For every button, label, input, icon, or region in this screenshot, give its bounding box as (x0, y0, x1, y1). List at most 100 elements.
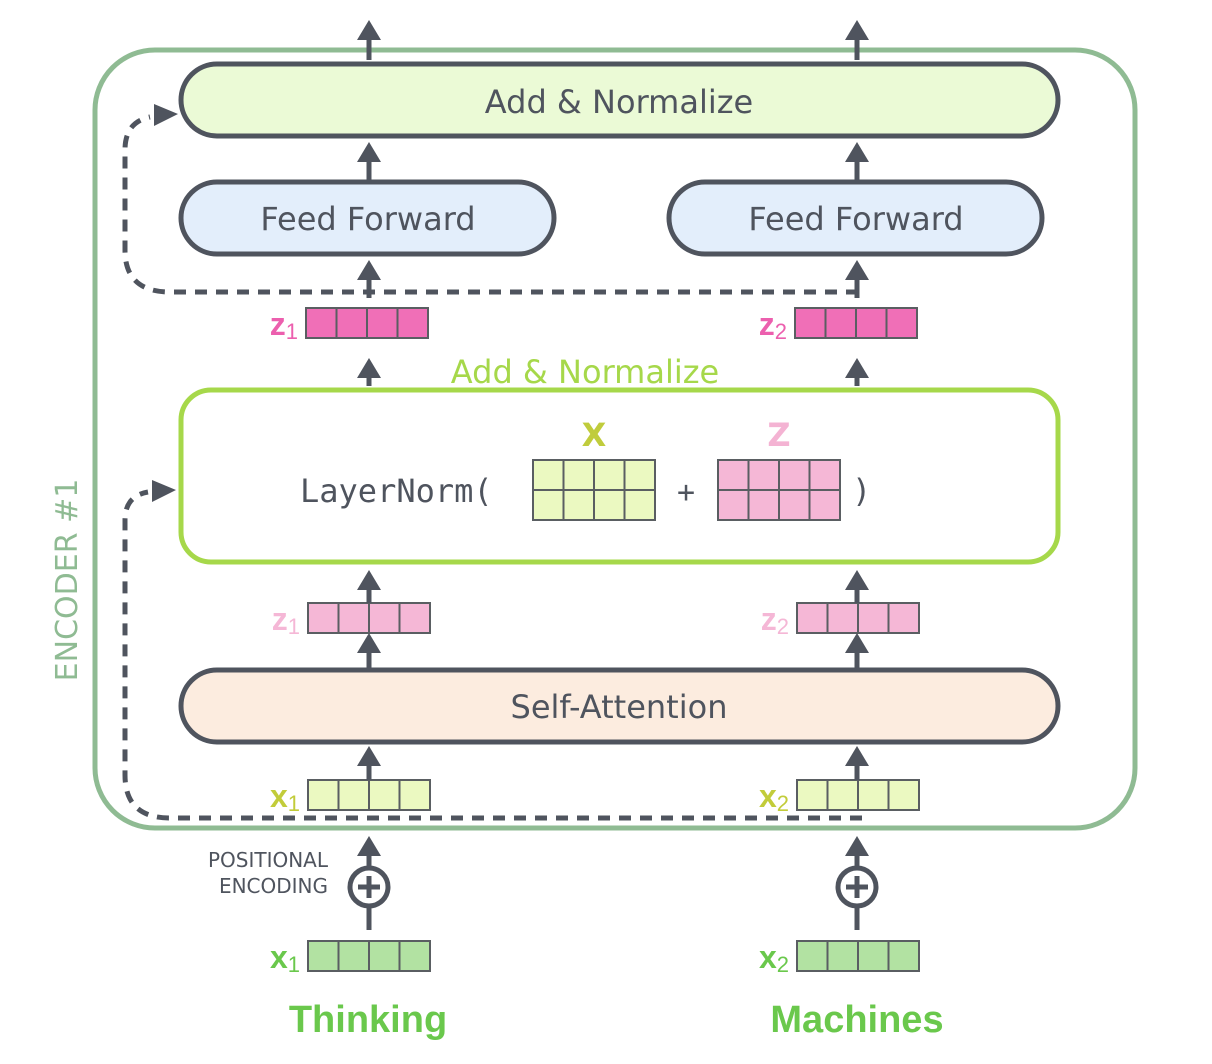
feed-forward-label-1: Feed Forward (260, 200, 475, 238)
cell (826, 602, 859, 634)
cell (307, 940, 340, 972)
cell (824, 307, 857, 339)
cell (368, 602, 401, 634)
cell (398, 602, 431, 634)
matrix-z-label: Z (767, 416, 790, 454)
cell (593, 489, 626, 521)
plus-circles-layer (347, 865, 879, 909)
word-thinking: Thinking (289, 999, 447, 1041)
cell (778, 489, 811, 521)
x-encoded-vector-1 (307, 779, 431, 811)
add-normalize-mid-title: Add & Normalize (451, 353, 719, 391)
feed-forward-block-2: Feed Forward (666, 179, 1045, 257)
arrow-output-2 (845, 20, 869, 60)
matrix-x (532, 459, 656, 521)
label-base: z (761, 601, 777, 637)
cell (398, 940, 431, 972)
x-encoded-vector-label-1: x1 (270, 778, 300, 816)
z-output-vector-label-2: z2 (759, 306, 787, 344)
arrow-output-1 (357, 20, 381, 60)
cell (855, 307, 888, 339)
cell (747, 459, 780, 491)
cell (337, 602, 370, 634)
feed-forward-label-2: Feed Forward (748, 200, 963, 238)
cell (796, 602, 829, 634)
x-embedding-vector-1 (307, 940, 431, 972)
positional-encoding-line2: ENCODING (219, 874, 328, 898)
layernorm-plus: + (677, 475, 695, 510)
label-subscript: 2 (777, 791, 789, 816)
cell (368, 940, 401, 972)
word-machines: Machines (770, 999, 943, 1041)
cell (623, 489, 656, 521)
cell (796, 779, 829, 811)
label-base: z (759, 306, 775, 342)
cell (887, 602, 920, 634)
cell (623, 459, 656, 491)
cell (532, 489, 565, 521)
positional-encoding-line1: POSITIONAL (208, 848, 329, 872)
cell (808, 459, 841, 491)
residual-arrowhead-top (154, 104, 178, 126)
arrow-x-to-attn-2 (845, 746, 869, 780)
cell (887, 779, 920, 811)
z-output-vector-2 (794, 307, 918, 339)
label-base: x (270, 778, 288, 814)
cell (794, 307, 827, 339)
cell (826, 779, 859, 811)
z-attention-vector-label-1: z1 (272, 601, 300, 639)
cell (335, 307, 368, 339)
cell (337, 940, 370, 972)
label-base: z (270, 306, 286, 342)
layernorm-function: LayerNorm( (300, 472, 493, 510)
x-encoded-vector-2 (796, 779, 920, 811)
cell (885, 307, 918, 339)
matrix-x-grid (532, 459, 656, 521)
z-attention-vector-1 (307, 602, 431, 634)
arrow-addnorm-to-z-2 (845, 358, 869, 386)
cell (307, 779, 340, 811)
cell (796, 940, 829, 972)
x-embedding-vector-2 (796, 940, 920, 972)
label-base: x (759, 778, 777, 814)
label-subscript: 1 (288, 952, 300, 977)
arrow-x-to-attn-1 (357, 746, 381, 780)
residual-path-top (122, 114, 858, 295)
matrix-z-grid (717, 459, 841, 521)
cell (398, 779, 431, 811)
cell (717, 489, 750, 521)
cell (337, 779, 370, 811)
cell (368, 779, 401, 811)
x-embedding-vector-label-1: x1 (270, 939, 300, 977)
z-output-vector-label-1: z1 (270, 306, 298, 344)
cell (562, 459, 595, 491)
feed-forward-block-1: Feed Forward (178, 179, 557, 257)
residual-arrowhead-bottom (152, 480, 176, 502)
label-base: x (270, 939, 288, 975)
arrow-attn-to-z-1 (357, 633, 381, 668)
x-encoded-vector-label-2: x2 (759, 778, 789, 816)
plus-circle-icon-2 (835, 865, 879, 909)
cell (857, 602, 890, 634)
x-embedding-vector-label-2: x2 (759, 939, 789, 977)
cell (593, 459, 626, 491)
arrow-z-to-ff-1 (357, 260, 381, 298)
residual-path-bottom (122, 489, 862, 821)
cell (747, 489, 780, 521)
matrix-x-label: X (582, 416, 607, 454)
arrows-layer (357, 20, 869, 930)
cell (396, 307, 429, 339)
arrow-attn-to-z-2 (845, 633, 869, 668)
label-base: x (759, 939, 777, 975)
label-subscript: 2 (775, 319, 787, 344)
label-base: z (272, 601, 288, 637)
z-attention-vector-2 (796, 602, 920, 634)
label-subscript: 2 (777, 952, 789, 977)
z-attention-vector-label-2: z2 (761, 601, 789, 639)
cell (887, 940, 920, 972)
self-attention-label: Self-Attention (511, 688, 728, 726)
arrow-z-to-addnorm-2 (845, 570, 869, 603)
label-subscript: 1 (286, 319, 298, 344)
cell (857, 779, 890, 811)
